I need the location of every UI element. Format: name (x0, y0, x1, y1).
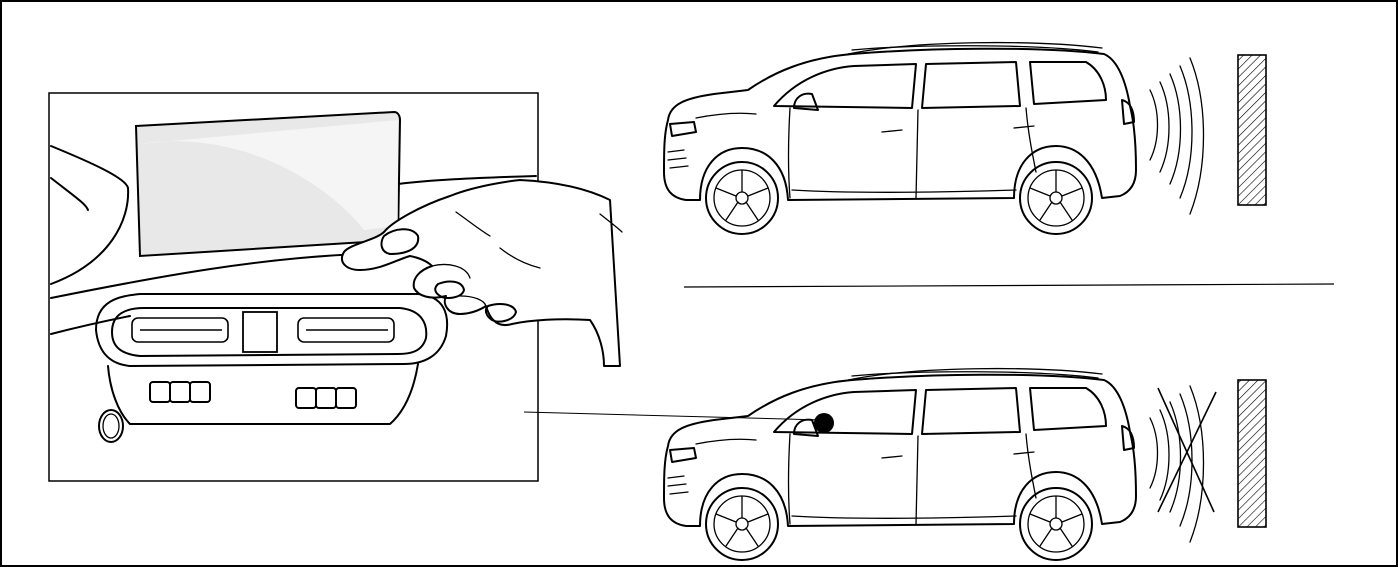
car-top-panel (664, 43, 1266, 234)
sensor-waves-icon (1150, 58, 1204, 214)
wall-obstacle-bottom (1238, 380, 1266, 527)
car-with-sensor-waves-icon (664, 43, 1136, 234)
hazard-button (243, 312, 277, 352)
switch-row-right (296, 388, 356, 408)
car-bottom-panel (664, 369, 1266, 560)
indicator-dot (814, 413, 834, 433)
switch-row-left (150, 382, 210, 402)
wall-obstacle-top (1238, 55, 1266, 205)
car-with-crossed-waves-icon (664, 369, 1136, 560)
cross-line-b (1158, 392, 1216, 512)
sensor-waves-icon-bottom (1150, 386, 1204, 542)
panel-separator (684, 284, 1334, 287)
leader-line (524, 412, 822, 420)
dashboard-panel (49, 93, 622, 481)
